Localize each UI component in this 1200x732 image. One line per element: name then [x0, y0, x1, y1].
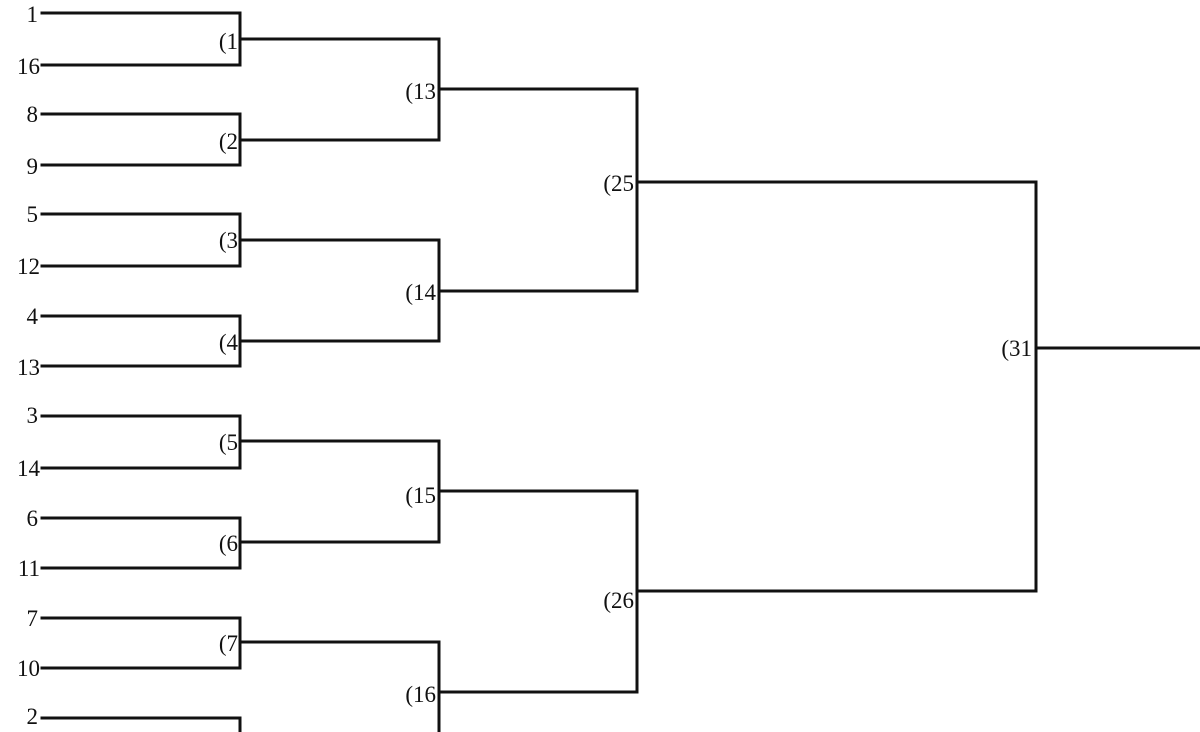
round2-match-label: (15 — [405, 483, 436, 508]
round1-match-label: (5 — [219, 430, 238, 455]
round3-match-label: (25 — [603, 171, 634, 196]
round1-match-label: (4 — [219, 330, 239, 355]
round1-match-label: (3 — [219, 228, 238, 253]
seed-label: 2 — [27, 704, 39, 729]
seed-label: 13 — [17, 355, 40, 380]
seed-label: 16 — [17, 54, 40, 79]
seed-label: 10 — [17, 656, 40, 681]
seed-label: 7 — [27, 606, 39, 631]
round1-match-label: (6 — [219, 531, 238, 556]
round2-match-label: (16 — [405, 682, 436, 707]
round1-match-label: (1 — [219, 29, 238, 54]
seed-label: 12 — [17, 254, 40, 279]
seed-label: 11 — [18, 556, 40, 581]
round2-match-label: (13 — [405, 79, 436, 104]
seed-label: 1 — [27, 2, 39, 27]
seed-label: 6 — [27, 506, 39, 531]
round1-match-label: (2 — [219, 129, 238, 154]
seed-label: 3 — [27, 403, 39, 428]
seed-label: 14 — [17, 456, 41, 481]
seed-label: 8 — [27, 102, 39, 127]
bracket-lines — [40, 11, 1200, 732]
final-match-label: (31 — [1001, 336, 1032, 361]
bracket-labels: 1 16 8 9 5 12 4 13 3 14 6 11 7 10 2 (1 (… — [17, 2, 1032, 729]
round3-match-label: (26 — [603, 588, 634, 613]
seed-label: 9 — [27, 154, 39, 179]
round2-match-label: (14 — [405, 280, 436, 305]
round1-match-label: (7 — [219, 631, 238, 656]
seed-label: 5 — [27, 202, 39, 227]
seed-label: 4 — [27, 304, 39, 329]
